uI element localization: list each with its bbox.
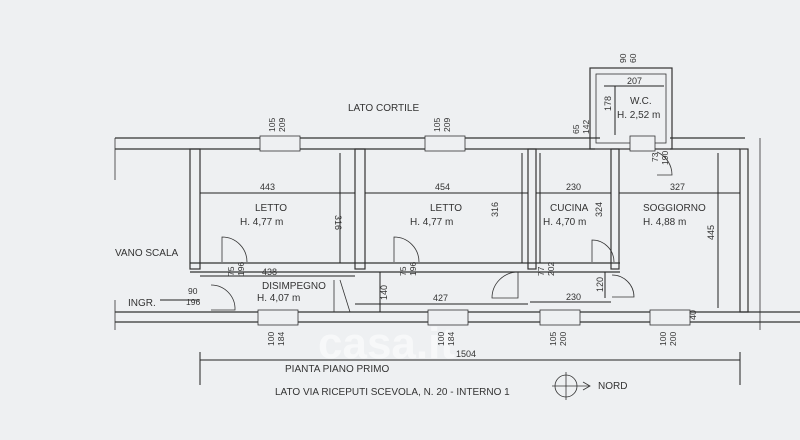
dim-win-bot4-a: 100 [658, 332, 668, 346]
dim-dis-top: 438 [262, 267, 277, 277]
room-letto-1-width: 443 [260, 182, 275, 192]
room-soggiorno-name: SOGGIORNO [643, 203, 706, 214]
room-disimpegno-name: DISIMPEGNO [262, 281, 326, 292]
dim-win-bot3-b: 200 [558, 332, 568, 346]
dim-win-bot1-b: 184 [276, 332, 286, 346]
room-letto-2-width: 454 [435, 182, 450, 192]
plan-title: PIANTA PIANO PRIMO [285, 364, 389, 375]
dim-total: 1504 [456, 349, 476, 359]
dim-win-top2-b: 209 [442, 118, 452, 132]
room-wc-name: W.C. [630, 96, 652, 107]
doors [210, 151, 673, 313]
room-letto-1-depth: 316 [333, 215, 343, 230]
room-cucina-height: H. 4,70 m [543, 217, 586, 228]
dim-wc-190: 190 [660, 151, 670, 165]
dim-65: 65 [571, 124, 581, 134]
room-letto-1-name: LETTO [255, 203, 287, 214]
room-cucina-depth: 324 [594, 202, 604, 217]
dim-win-bot3-a: 105 [548, 332, 558, 346]
dim-win-bot1-a: 100 [266, 332, 276, 346]
dim-wc-90: 90 [618, 53, 628, 63]
room-soggiorno-width: 327 [670, 182, 685, 192]
dim-win-bot2-a: 100 [436, 332, 446, 346]
room-wc-width: 207 [627, 76, 642, 86]
room-soggiorno-depth: 445 [706, 225, 716, 240]
dim-win-top2-a: 105 [432, 118, 442, 132]
dim-entry-a: 90 [188, 286, 198, 296]
dim-120: 120 [595, 277, 605, 292]
dim-door1-b: 196 [236, 262, 246, 276]
room-letto-2-height: H. 4,77 m [410, 217, 453, 228]
dim-142: 142 [581, 120, 591, 134]
room-disimpegno-depth: 140 [379, 285, 389, 300]
label-ingresso: INGR. [128, 298, 156, 309]
walls [114, 67, 800, 330]
dim-wc-73: 73 [650, 152, 660, 162]
label-lato-cortile: LATO CORTILE [348, 103, 419, 114]
dim-entry-b: 196 [186, 297, 200, 307]
label-bottom-address: LATO VIA RICEPUTI SCEVOLA, N. 20 - INTER… [275, 387, 510, 398]
label-vano-scala: VANO SCALA [115, 248, 178, 259]
room-wc-height: H. 2,52 m [617, 110, 660, 121]
north-symbol [552, 372, 591, 400]
room-disimpegno-length: 427 [433, 293, 448, 303]
room-letto-2-name: LETTO [430, 203, 462, 214]
windows [257, 135, 691, 326]
dim-40: 40 [688, 310, 698, 320]
dimension-lines [160, 85, 741, 385]
dim-door3-b: 202 [546, 262, 556, 276]
label-nord: NORD [598, 381, 627, 392]
room-disimpegno-height: H. 4,07 m [257, 293, 300, 304]
room-cucina-width: 230 [566, 182, 581, 192]
dim-win-top1-a: 105 [267, 118, 277, 132]
dim-wc-60: 60 [628, 53, 638, 63]
dim-door3-a: 77 [536, 266, 546, 276]
dim-kitchen-bottom: 230 [566, 292, 581, 302]
room-letto-2-depth: 316 [490, 202, 500, 217]
room-cucina-name: CUCINA [550, 203, 589, 214]
room-soggiorno-height: H. 4,88 m [643, 217, 686, 228]
watermark-text: casa.it [318, 319, 455, 368]
dim-door2-b: 196 [408, 262, 418, 276]
dim-win-bot4-b: 200 [668, 332, 678, 346]
room-letto-1-height: H. 4,77 m [240, 217, 283, 228]
room-wc-depth: 178 [603, 96, 613, 111]
dim-door2-a: 75 [398, 266, 408, 276]
dim-win-bot2-b: 184 [446, 332, 456, 346]
dim-win-top1-b: 209 [277, 118, 287, 132]
dim-door1-a: 75 [226, 266, 236, 276]
